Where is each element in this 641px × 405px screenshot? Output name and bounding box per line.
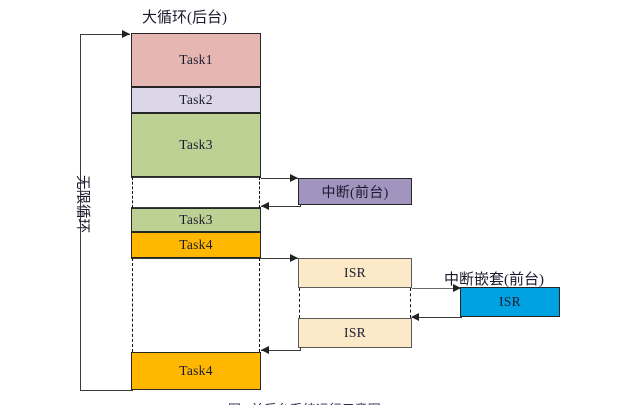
idle-gap-1-left-dash xyxy=(132,177,133,208)
isr-return-arrowhead xyxy=(261,345,269,354)
loop-top-line xyxy=(80,34,130,35)
interrupt-return-line xyxy=(261,206,301,207)
idle-gap-1-bottom-rule xyxy=(131,207,261,208)
block-task2: Task2 xyxy=(131,87,261,113)
nested-enter-arrowhead xyxy=(453,283,461,292)
loop-spine-line xyxy=(80,34,81,390)
isr1-enter-line xyxy=(261,258,301,259)
block-isr-second: ISR xyxy=(298,318,412,348)
loop-bottom-line xyxy=(80,390,133,391)
isr-return-drop xyxy=(300,347,301,351)
block-task3-second: Task3 xyxy=(131,208,261,232)
idle-gap-2-right-dash xyxy=(259,258,260,352)
infinite-loop-label: 无限循环 xyxy=(74,175,90,233)
block-isr-first: ISR xyxy=(298,258,412,288)
interrupt-return-drop xyxy=(300,205,301,207)
block-nested-isr: ISR xyxy=(460,287,560,317)
block-interrupt: 中断(前台) xyxy=(298,178,412,205)
idle-gap-2-top-rule xyxy=(131,258,261,259)
idle-gap-1-right-dash xyxy=(259,177,260,208)
block-task3-first: Task3 xyxy=(131,113,261,177)
block-task1: Task1 xyxy=(131,33,261,87)
idle-gap-2-left-dash xyxy=(132,258,133,352)
loop-top-arrowhead xyxy=(122,29,130,38)
interrupt-enter-arrowhead xyxy=(290,173,298,182)
isr-return-line xyxy=(261,350,301,351)
isr-gap-right-dash xyxy=(410,288,411,318)
nested-return-arrowhead xyxy=(411,312,419,321)
bottom-caption: 图1 前后台系统运行示意图 xyxy=(228,399,438,405)
interrupt-return-arrowhead xyxy=(261,201,269,210)
nested-return-line xyxy=(412,317,462,318)
isr-gap-left-dash xyxy=(299,288,300,318)
isr1-enter-arrowhead xyxy=(290,253,298,262)
main-loop-title: 大循环(后台) xyxy=(142,10,227,26)
block-task4-first: Task4 xyxy=(131,232,261,258)
nested-enter-line xyxy=(412,288,464,289)
nested-interrupt-title: 中断嵌套(前台) xyxy=(444,272,544,288)
idle-gap-1-top-rule xyxy=(131,177,261,178)
interrupt-enter-line xyxy=(261,178,301,179)
block-task4-second: Task4 xyxy=(131,352,261,390)
